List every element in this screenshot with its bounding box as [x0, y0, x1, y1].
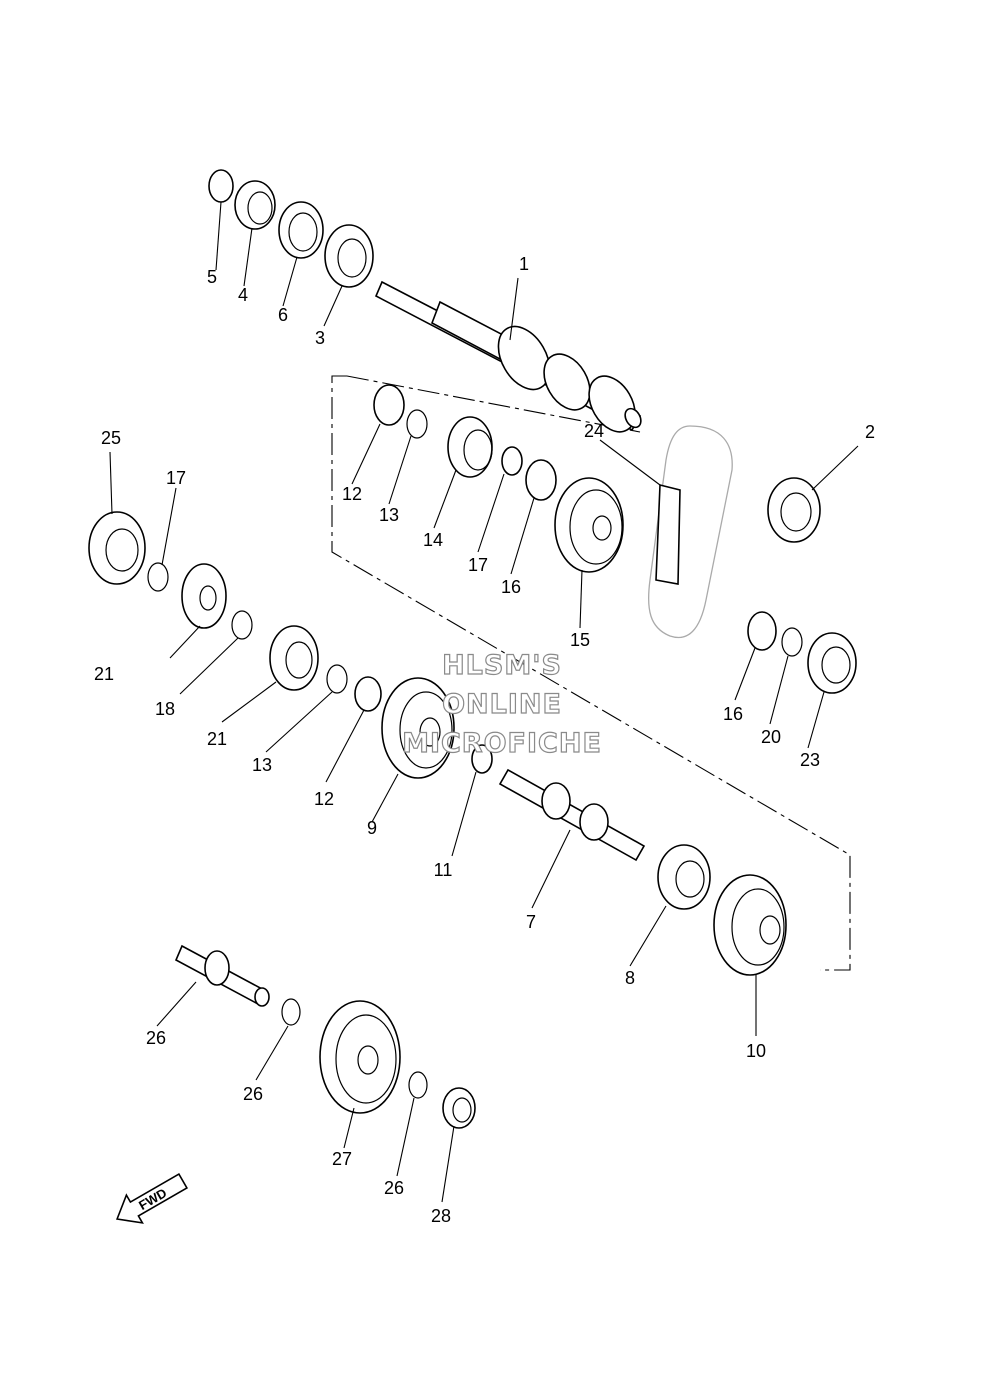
- callout-19: 21: [207, 729, 227, 749]
- callout-24: 24: [584, 421, 604, 441]
- watermark-line-2: ONLINE: [442, 689, 562, 720]
- callout-14: 14: [423, 530, 443, 550]
- callout-6: 6: [278, 305, 288, 325]
- top-seals: [208, 169, 374, 288]
- callout-25: 26: [146, 1028, 166, 1048]
- forward-arrow: FWD: [115, 1172, 189, 1224]
- callout-1: 1: [519, 254, 529, 274]
- callout-18: 20: [761, 727, 781, 747]
- callout-13-upper: 13: [379, 505, 399, 525]
- callout-4: 4: [238, 285, 248, 305]
- watermark: HLSM'S ONLINE MICROFICHE: [401, 649, 602, 759]
- callout-5: 5: [207, 267, 217, 287]
- callout-23: 25: [101, 428, 121, 448]
- callout-12-upper: 12: [342, 484, 362, 504]
- left-cluster: [88, 511, 382, 712]
- middle-cluster: [381, 677, 787, 976]
- callout-17: 17: [468, 555, 488, 575]
- watermark-line-1: HLSM'S: [442, 650, 562, 681]
- callout-26-right: 26: [384, 1178, 404, 1198]
- callout-21-lower: 18: [155, 699, 175, 719]
- callout-3: 3: [315, 328, 325, 348]
- callout-10: 10: [746, 1041, 766, 1061]
- drive-chain: [647, 425, 821, 638]
- callout-28: 28: [431, 1206, 451, 1226]
- callout-labels: 5 4 6 3 1 2 25 17 12 13 14 17 16 24 15 2…: [94, 254, 875, 1226]
- callout-11: 11: [434, 860, 453, 880]
- callout-9: 9: [367, 818, 377, 838]
- callout-22: 23: [800, 750, 820, 770]
- assembly-boundary-line: [331, 375, 851, 971]
- callout-13-lower: 13: [252, 755, 272, 775]
- callout-2: 2: [865, 422, 875, 442]
- callout-26-left: 26: [243, 1084, 263, 1104]
- callout-15: 15: [570, 630, 590, 650]
- leader-lines: [109, 201, 859, 1203]
- callout-7: 7: [526, 912, 536, 932]
- bottom-cluster: [174, 944, 476, 1129]
- callout-12-lower: 12: [314, 789, 334, 809]
- callout-27: 27: [332, 1149, 352, 1169]
- callout-16-lower: 16: [723, 704, 743, 724]
- callout-21-upper: 17: [166, 468, 186, 488]
- main-shaft: [374, 280, 642, 433]
- upper-cluster: [373, 384, 624, 573]
- callout-16-upper: 16: [501, 577, 521, 597]
- callout-8: 8: [625, 968, 635, 988]
- watermark-line-3: MICROFICHE: [402, 728, 602, 759]
- forward-arrow-icon: [115, 1172, 189, 1224]
- callout-20: 21: [94, 664, 114, 684]
- right-cluster: [747, 611, 857, 694]
